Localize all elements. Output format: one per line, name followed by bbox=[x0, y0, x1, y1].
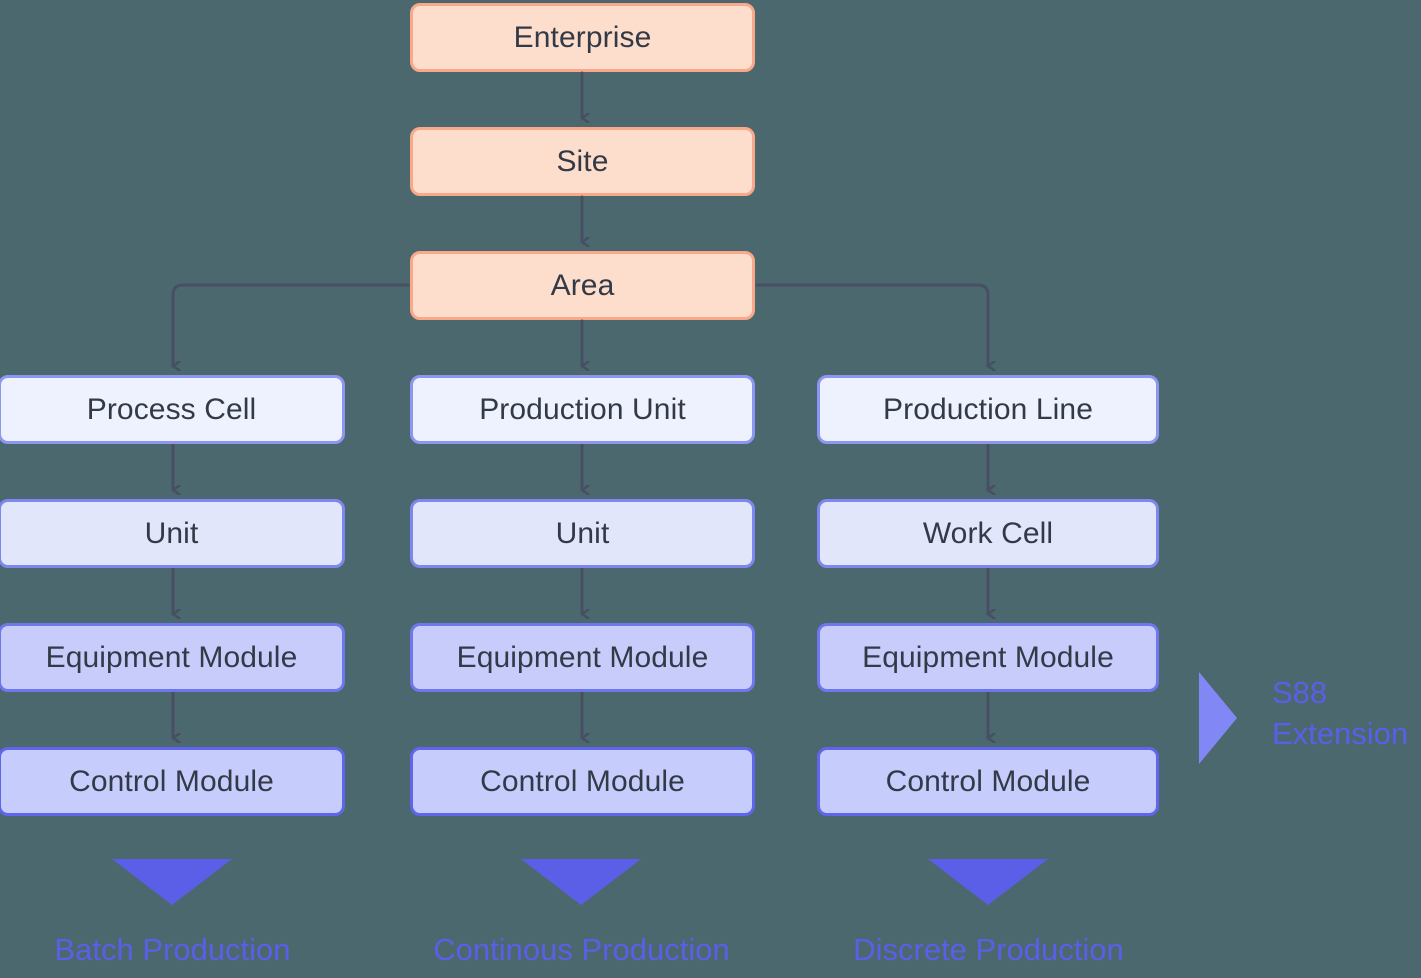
node-label: Production Unit bbox=[479, 392, 686, 426]
node-label: Work Cell bbox=[922, 516, 1054, 550]
outcome-arrow-continuous-icon bbox=[521, 859, 641, 905]
node-label: Equipment Module bbox=[862, 640, 1114, 674]
node-equipment-module-discrete[interactable]: Equipment Module bbox=[817, 623, 1159, 692]
node-control-module-discrete[interactable]: Control Module bbox=[817, 747, 1159, 816]
node-label: Process Cell bbox=[86, 392, 257, 426]
connector-area-production-line bbox=[755, 283, 988, 366]
node-label: Unit bbox=[555, 516, 610, 550]
node-label: Control Module bbox=[480, 764, 685, 798]
node-process-cell[interactable]: Process Cell bbox=[0, 375, 345, 444]
node-label: Enterprise bbox=[513, 20, 652, 54]
s88-extension-annotation: S88 Extension bbox=[1272, 673, 1408, 755]
node-work-cell[interactable]: Work Cell bbox=[817, 499, 1159, 568]
node-production-line[interactable]: Production Line bbox=[817, 375, 1159, 444]
node-label: Unit bbox=[144, 516, 199, 550]
node-control-module-continuous[interactable]: Control Module bbox=[410, 747, 755, 816]
s88-extension-arrow-icon bbox=[1199, 672, 1237, 764]
node-label: Control Module bbox=[885, 764, 1091, 798]
outcome-arrow-discrete-icon bbox=[928, 859, 1048, 905]
node-label: Control Module bbox=[69, 764, 274, 798]
node-unit-continuous[interactable]: Unit bbox=[410, 499, 755, 568]
node-area[interactable]: Area bbox=[410, 251, 755, 320]
node-label: Equipment Module bbox=[45, 640, 298, 674]
node-enterprise[interactable]: Enterprise bbox=[410, 3, 755, 72]
outcome-label-continuous: Continous Production bbox=[433, 932, 730, 967]
node-label: Equipment Module bbox=[456, 640, 709, 674]
outcome-arrow-batch-icon bbox=[112, 859, 232, 905]
s88-extension-line1: S88 bbox=[1272, 675, 1328, 710]
node-label: Site bbox=[556, 144, 609, 178]
s88-extension-line2: Extension bbox=[1272, 715, 1409, 751]
connector-area-process-cell bbox=[171, 283, 410, 366]
node-unit-batch[interactable]: Unit bbox=[0, 499, 345, 568]
node-equipment-module-continuous[interactable]: Equipment Module bbox=[410, 623, 755, 692]
node-equipment-module-batch[interactable]: Equipment Module bbox=[0, 623, 345, 692]
node-label: Production Line bbox=[883, 392, 1093, 426]
node-production-unit[interactable]: Production Unit bbox=[410, 375, 755, 444]
node-site[interactable]: Site bbox=[410, 127, 755, 196]
outcome-label-discrete: Discrete Production bbox=[853, 932, 1124, 967]
outcome-label-batch: Batch Production bbox=[54, 932, 291, 967]
node-label: Area bbox=[550, 268, 615, 302]
node-control-module-batch[interactable]: Control Module bbox=[0, 747, 345, 816]
